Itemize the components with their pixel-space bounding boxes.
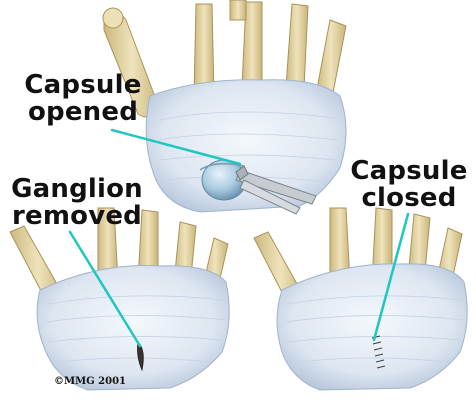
capsule-closed-line2: closed xyxy=(361,183,457,214)
capsule-closed-label: Capsule closed xyxy=(350,156,468,214)
retractor-instrument xyxy=(235,165,317,215)
left-wrist-capsule xyxy=(36,265,230,391)
leader-line-ganglion-removed xyxy=(68,230,142,348)
capsule-opened-label: Capsule opened xyxy=(18,70,148,128)
ganglion-removed-line1: Ganglion xyxy=(11,174,143,204)
left-hand-illustration xyxy=(9,207,230,391)
leader-lines xyxy=(68,128,410,348)
right-wrist-capsule xyxy=(276,263,468,391)
ganglion-removal-site xyxy=(137,341,144,372)
ganglion-removed-label: Ganglion removed xyxy=(10,174,144,232)
ganglion-removed-line2: removed xyxy=(11,201,142,232)
top-hand-illustration xyxy=(102,0,347,215)
capsule-opened-line1: Capsule xyxy=(24,70,142,100)
left-capsule-fibers xyxy=(45,295,227,363)
right-capsule-fibers xyxy=(285,295,465,363)
right-hand-illustration xyxy=(253,207,468,391)
leader-line-capsule-opened xyxy=(110,128,242,166)
copyright-notice: ©MMG 2001 xyxy=(54,376,126,387)
capsule-opened-line2: opened xyxy=(27,97,139,128)
leader-line-capsule-closed xyxy=(372,212,410,342)
capsule-closed-line1: Capsule xyxy=(350,156,468,186)
capsule-sutures xyxy=(371,335,386,369)
